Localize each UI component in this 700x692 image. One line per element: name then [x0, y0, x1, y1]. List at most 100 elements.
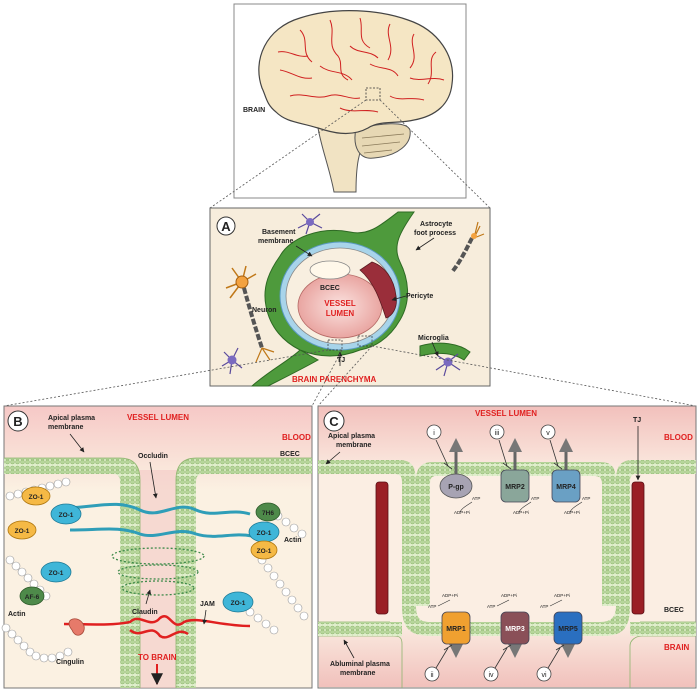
roman-numeral-circle — [483, 666, 499, 682]
transporter-label-mrp2: MRP2 — [505, 484, 525, 491]
transporter-mrp4 — [551, 469, 581, 503]
adp-label: ADP+Pi — [554, 593, 570, 598]
roman-numeral-ii: ii — [430, 672, 434, 679]
abluminal-label-1: Abluminal plasma — [330, 661, 390, 668]
atp-arrow — [496, 599, 510, 607]
atp-arrow — [549, 599, 563, 607]
efflux-arrowhead — [449, 644, 463, 658]
zo1-label-1: ZO-1 — [29, 494, 44, 501]
roman-numeral-iii: iii — [495, 430, 500, 437]
inhibition-bar — [502, 644, 512, 651]
transporter-mrp2 — [500, 469, 530, 503]
occludin-strands — [69, 502, 253, 538]
cerebellum-shape — [354, 123, 411, 159]
zo1-label-2: ZO-1 — [59, 512, 74, 519]
cingulin-label: Cingulin — [56, 659, 84, 666]
adp-label: ADP+Pi — [513, 510, 529, 515]
roman-numeral-circle — [489, 424, 505, 440]
zoom-lines-bc — [3, 345, 697, 407]
inhibition-line — [549, 439, 559, 467]
microglia-label: Microglia — [418, 335, 449, 342]
7h6-label: 7H6 — [262, 510, 274, 517]
roman-numeral-v: v — [546, 430, 550, 437]
bcec-label-c: BCEC — [664, 607, 684, 614]
zo1-label-5: ZO-1 — [257, 530, 272, 537]
tight-junction-right — [631, 481, 645, 615]
zo1-label-7: ZO-1 — [231, 600, 246, 607]
cerebrum-shape — [258, 10, 454, 135]
brain-label: BRAIN — [243, 107, 265, 114]
efflux-arrowhead — [508, 644, 522, 658]
transporter-label-mrp5: MRP5 — [558, 626, 578, 633]
panel-a: A Basement membrane Astrocyte foot proce… — [209, 207, 491, 387]
atp-label: ATP — [428, 604, 436, 609]
atp-label: ATP — [540, 604, 548, 609]
tight-junction-left — [375, 481, 389, 615]
vessel-lumen-label-2: LUMEN — [326, 309, 355, 318]
inhibition-bar — [443, 644, 453, 651]
neuron-shape — [225, 265, 275, 363]
zo1-label-4: ZO-1 — [49, 570, 64, 577]
brain-panel: BRAIN — [233, 3, 467, 199]
af6-label: AF-6 — [25, 594, 40, 601]
inhibition-line — [498, 439, 508, 467]
basement-membrane-label-1: Basement — [262, 229, 296, 236]
apical-label-b-1: Apical plasma — [48, 415, 95, 422]
transporter-label-mrp1: MRP1 — [446, 626, 466, 633]
zo1-proteins — [7, 486, 280, 613]
atp-label: ATP — [472, 496, 480, 501]
adp-label: ADP+Pi — [442, 593, 458, 598]
astrocyte-label-2: foot process — [414, 230, 456, 237]
tj-label-a: TJ — [337, 357, 345, 364]
blood-label-b: BLOOD — [282, 433, 311, 442]
roman-numeral-circle — [426, 424, 442, 440]
panel-b: B VESSEL LUMEN BLOOD Apical plasma membr… — [1, 405, 313, 689]
claudin-strands — [111, 547, 205, 596]
inhibition-line — [494, 647, 508, 669]
transporter-p-gp — [439, 473, 473, 499]
efflux-arrowhead — [508, 438, 522, 452]
efflux-arrowhead — [449, 438, 463, 452]
panel-a-letter: A — [221, 219, 231, 234]
claudin-label: Claudin — [132, 609, 158, 616]
tj-label-c: TJ — [633, 417, 641, 424]
atp-label: ATP — [582, 496, 590, 501]
roman-numeral-circle — [540, 424, 556, 440]
transporter-mrp5 — [553, 611, 583, 645]
roman-numeral-i: i — [433, 430, 435, 437]
atp-label: ATP — [531, 496, 539, 501]
transporter-mrp3 — [500, 611, 530, 645]
panel-b-letter: B — [13, 414, 22, 429]
inhibition-bar — [553, 462, 563, 470]
abluminal-label-2: membrane — [340, 670, 376, 677]
atp-arrow — [459, 501, 473, 513]
panel-c: C VESSEL LUMEN BLOOD Apical plasma membr… — [317, 405, 697, 689]
inhibition-line — [547, 647, 561, 669]
zo1-label-3: ZO-1 — [15, 528, 30, 535]
inhibition-bar — [443, 462, 453, 470]
efflux-arrowhead — [561, 644, 575, 658]
adp-label: ADP+Pi — [564, 510, 580, 515]
to-brain-label: TO BRAIN — [138, 653, 177, 662]
basement-membrane-label-2: membrane — [258, 238, 294, 245]
neuron-label: Neuron — [252, 307, 277, 314]
jam-label: JAM — [200, 601, 215, 608]
brain-parenchyma-label: BRAIN PARENCHYMA — [292, 375, 377, 384]
inhibition-bar — [555, 644, 565, 651]
transporter-label-mrp4: MRP4 — [556, 484, 576, 491]
roman-numeral-circle — [424, 666, 440, 682]
pericyte-label: Pericyte — [406, 293, 433, 300]
vessel-lumen-label-c: VESSEL LUMEN — [475, 409, 537, 418]
astrocyte-label-1: Astrocyte — [420, 221, 452, 228]
panel-c-letter: C — [329, 414, 339, 429]
adp-label: ADP+Pi — [454, 510, 470, 515]
apical-label-c-1: Apical plasma — [328, 433, 375, 440]
transporter-label-p-gp: P-gp — [448, 484, 464, 491]
atp-arrow — [569, 501, 583, 513]
atp-arrow — [518, 501, 532, 513]
adp-label: ADP+Pi — [501, 593, 517, 598]
bcec-label-b: BCEC — [280, 451, 300, 458]
transporter-label-mrp3: MRP3 — [505, 626, 525, 633]
actin-label-left: Actin — [8, 611, 26, 618]
transporter-mrp1 — [441, 611, 471, 645]
